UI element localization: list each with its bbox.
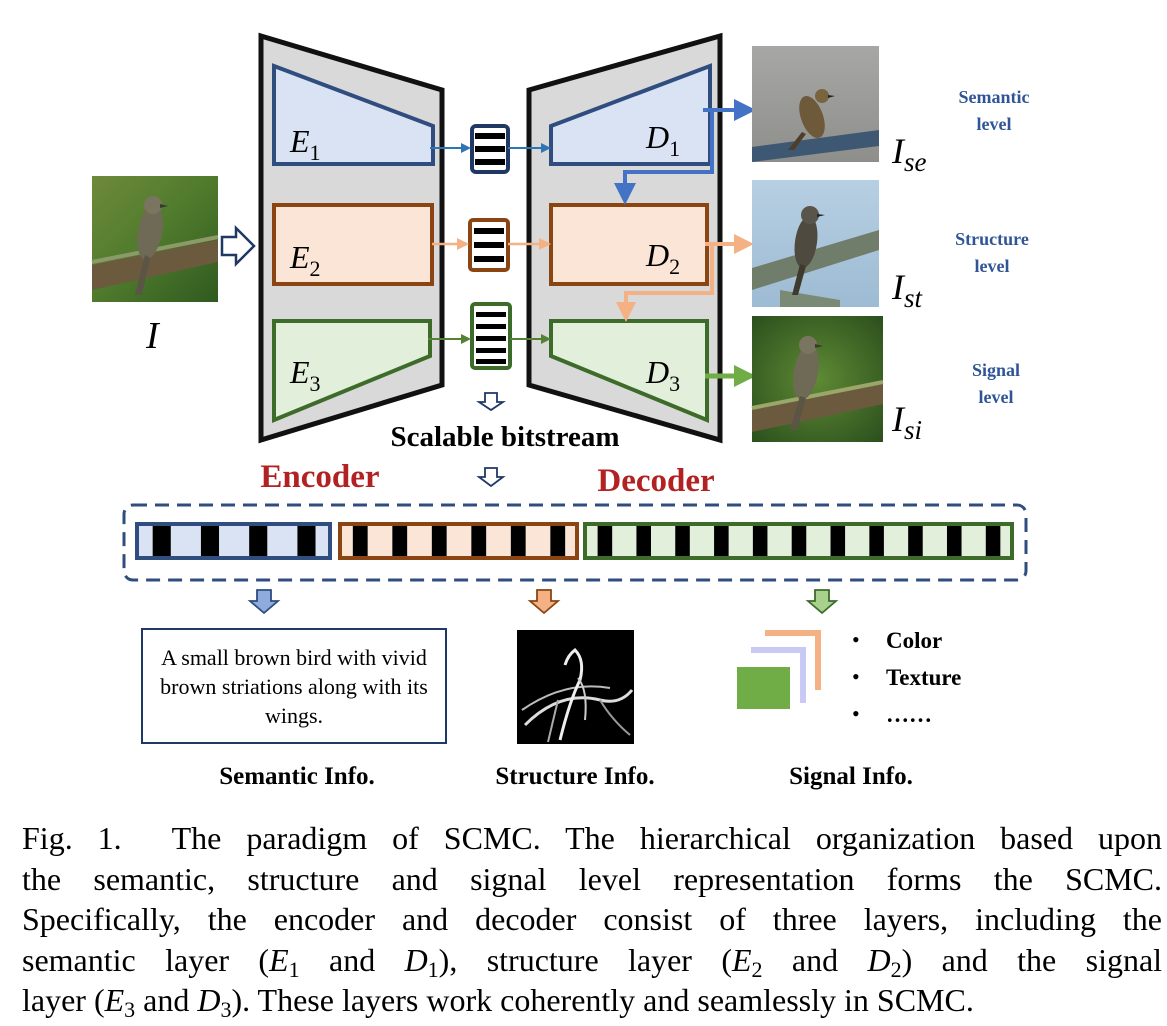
- caption-line-1: Fig. 1. The paradigm of SCMC. The hierar…: [22, 820, 1163, 856]
- signal-color-squares-icon: [737, 630, 821, 709]
- structure-info-label: Structure Info.: [495, 763, 654, 790]
- structure-down-arrow-icon: [527, 589, 561, 615]
- bitstream-stripe: [714, 526, 729, 556]
- bitstream-stripe: [249, 526, 268, 556]
- bitstream-stripe: [510, 526, 526, 556]
- output-image-signal: [751, 316, 884, 442]
- decoder-block-d2: [549, 203, 709, 286]
- chip-semantic: [470, 124, 510, 174]
- input-arrow-icon: [220, 224, 256, 268]
- decoder-label-d3: D3: [645, 354, 680, 396]
- caption-line-3: Specifically, the encoder and decoder co…: [22, 901, 1162, 937]
- encoder-label-e3: E3: [289, 354, 321, 396]
- caption-line-5: layer (E3 and D3). These layers work coh…: [22, 982, 974, 1022]
- decoder-block-d3: [549, 319, 709, 423]
- signal-info-label: Signal Info.: [789, 763, 913, 790]
- bitstream-stripe: [830, 526, 846, 556]
- output-label-se: Ise: [891, 131, 927, 177]
- level-label-semantic-2: level: [977, 114, 1012, 134]
- bitstream-stripe: [352, 526, 368, 556]
- semantic-down-arrow-icon: [247, 589, 281, 615]
- bitstream-stripe: [392, 526, 408, 556]
- scmc-diagram: I E1 E2 E3 D1 D2 D3: [91, 32, 1030, 790]
- input-label: I: [145, 315, 161, 357]
- bullet-icon: •: [852, 627, 860, 652]
- bitstream-segment-signal: [583, 522, 1014, 560]
- output-label-st: Ist: [891, 267, 924, 313]
- bitstream-label: Scalable bitstream: [390, 421, 619, 453]
- output-image-semantic: [752, 46, 879, 162]
- bullet-icon: •: [852, 664, 860, 689]
- bitstream-stripe: [297, 526, 316, 556]
- decoder-title: Decoder: [597, 463, 714, 499]
- output-label-si: Isi: [891, 399, 922, 445]
- bitstream-stripe: [550, 526, 566, 556]
- arrow-d1-to-d2: [614, 110, 714, 205]
- bitstream-stripe: [471, 526, 487, 556]
- bullet-icon: •: [852, 701, 860, 726]
- chip-structure: [468, 218, 510, 272]
- decoder-label-d1: D1: [645, 119, 680, 161]
- bitstream-stripe: [431, 526, 447, 556]
- bitstream-stripe: [946, 526, 962, 556]
- bitstream-segment-semantic: [135, 522, 332, 560]
- encoder-block-e3: [272, 319, 432, 423]
- bullet-texture: Texture: [886, 665, 961, 690]
- bitstream-segment-structure: [338, 522, 579, 560]
- bitstream-stripe: [675, 526, 690, 556]
- bitstream-stripe: [597, 526, 613, 556]
- bitstream-stripe: [636, 526, 651, 556]
- bitstream-container: [122, 503, 1028, 582]
- bitstream-stripe: [152, 526, 171, 556]
- bullet-ellipsis: ……: [886, 702, 932, 727]
- bitstream-stripe: [985, 526, 1001, 556]
- bitstream-stripe: [791, 526, 807, 556]
- encoder-label-e1: E1: [289, 123, 321, 165]
- level-label-structure-2: level: [975, 256, 1010, 276]
- structure-edge-map: [517, 630, 634, 744]
- bitstream-stripe: [200, 526, 220, 556]
- level-label-semantic-1: Semantic: [959, 87, 1030, 107]
- segment-frame: [338, 522, 579, 560]
- bitstream-stripe: [908, 526, 923, 556]
- encoder-label-e2: E2: [289, 239, 321, 281]
- encoder-block-e1: [272, 63, 435, 166]
- level-label-signal-2: level: [979, 387, 1014, 407]
- down-arrow-icon: [476, 467, 506, 488]
- semantic-text-box: A small brown bird with vivid brown stri…: [141, 628, 447, 744]
- encoder-title: Encoder: [260, 459, 379, 495]
- bitstream-stripe: [752, 526, 768, 556]
- level-label-signal-1: Signal: [972, 360, 1020, 380]
- level-label-structure-1: Structure: [955, 229, 1029, 249]
- arrow-d2-to-d3: [616, 244, 714, 322]
- bullet-color: Color: [886, 628, 942, 653]
- caption-line-2: the semantic, structure and signal level…: [22, 860, 1162, 897]
- input-image: [91, 176, 219, 302]
- down-arrow-icon: [476, 392, 506, 412]
- caption-line-4: semantic layer (E1 and D1), structure la…: [22, 941, 1163, 982]
- semantic-info-label: Semantic Info.: [219, 763, 375, 790]
- bitstream-stripe: [869, 526, 884, 556]
- output-image-structure: [752, 180, 879, 307]
- chip-signal: [470, 302, 512, 370]
- decoder-label-d2: D2: [645, 237, 680, 279]
- signal-down-arrow-icon: [805, 589, 839, 615]
- figure-caption: Fig. 1. The paradigm of SCMC. The hierar…: [22, 818, 1162, 1021]
